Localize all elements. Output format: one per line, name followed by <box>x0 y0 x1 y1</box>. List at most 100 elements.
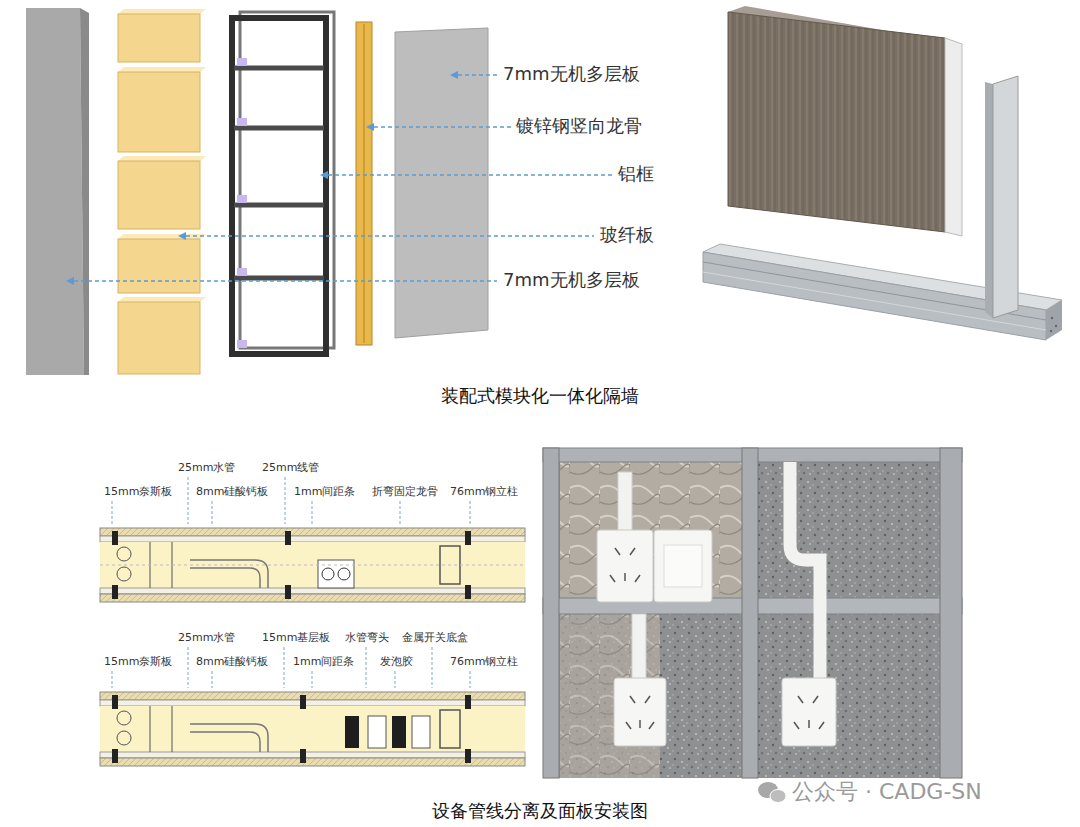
leader-line <box>312 501 313 524</box>
leader-line <box>285 477 286 524</box>
installation-photo <box>742 448 758 778</box>
installation-photo <box>543 448 962 778</box>
wall-section <box>190 568 260 588</box>
leader-line <box>178 232 186 240</box>
wall-section <box>412 716 430 748</box>
fiberglass-blocks <box>118 67 206 72</box>
leader-line <box>212 671 213 688</box>
leader-line <box>320 171 328 179</box>
fiberglass-blocks <box>118 9 206 14</box>
wall-section <box>285 531 291 545</box>
aluminum-frame <box>237 195 247 203</box>
part-label: 水管弯头 <box>345 631 389 644</box>
wechat-icon <box>770 790 786 803</box>
aluminum-frame <box>234 126 324 131</box>
installation-photo <box>664 545 702 587</box>
wall-section <box>100 528 525 536</box>
part-label: 7mm无机多层板 <box>503 269 640 291</box>
installation-photo <box>632 614 646 680</box>
part-label: 7mm无机多层板 <box>503 63 640 85</box>
leader-line <box>188 477 189 524</box>
installation-photo <box>782 678 836 746</box>
installation-photo <box>645 696 650 703</box>
part-label: 76mm钢立柱 <box>450 655 518 668</box>
installation-photo <box>543 448 559 778</box>
part-label: 25mm水管 <box>178 461 235 474</box>
wall-render <box>945 38 962 236</box>
installation-photo <box>610 575 615 582</box>
installation-photo <box>597 530 653 602</box>
installation-photo <box>790 462 820 678</box>
galvanized-stud <box>356 22 372 345</box>
installation-photo <box>813 696 818 703</box>
aluminum-frame <box>234 203 324 208</box>
leader-line <box>458 74 498 75</box>
wall-section <box>117 731 131 745</box>
fiberglass-blocks <box>118 297 206 302</box>
wall-section <box>465 749 471 763</box>
leader-line <box>284 647 285 688</box>
galvanized-stud <box>356 22 372 345</box>
installation-photo <box>624 573 626 581</box>
aluminum-frame <box>237 58 247 66</box>
wall-section <box>117 547 131 561</box>
wall-section <box>100 692 525 700</box>
wall-render <box>728 12 945 232</box>
fiberglass-blocks <box>118 161 200 229</box>
wall-section <box>172 706 173 752</box>
wall-section <box>440 710 460 748</box>
part-label: 15mm基层板 <box>262 631 330 644</box>
leader-line <box>186 235 594 236</box>
wall-section <box>150 706 151 752</box>
part-label: 1mm间距条 <box>294 485 355 498</box>
wall-section <box>117 711 131 725</box>
wall-section <box>285 585 291 599</box>
leader-line <box>188 647 189 688</box>
installation-photo <box>618 472 632 532</box>
installation-photo <box>614 678 666 746</box>
inorganic-board-left <box>80 8 89 375</box>
aluminum-frame <box>234 66 324 71</box>
wall-render <box>1055 325 1057 327</box>
wall-section <box>465 531 471 545</box>
wall-section <box>100 565 525 566</box>
leader-line <box>366 647 367 688</box>
wechat-icon <box>758 782 786 803</box>
wall-section <box>112 749 118 763</box>
wall-section <box>100 588 525 594</box>
installation-photo <box>615 548 620 555</box>
part-label: 76mm钢立柱 <box>450 485 518 498</box>
aluminum-frame <box>240 12 334 348</box>
part-label: 15mm奈斯板 <box>104 485 172 498</box>
wall-section <box>190 560 268 588</box>
aluminum-frame <box>237 118 247 126</box>
installation-photo <box>649 722 654 729</box>
leader-line <box>212 501 213 524</box>
installation-photo <box>543 448 962 778</box>
fiberglass-blocks <box>118 72 200 152</box>
aluminum-frame <box>237 268 247 276</box>
leader-line <box>400 501 401 524</box>
leader-line <box>66 71 612 285</box>
wall-section <box>100 594 525 602</box>
wall-section <box>117 567 131 581</box>
wall-section <box>300 695 306 709</box>
leader-line <box>366 123 374 131</box>
installation-photo <box>630 548 635 555</box>
part-label: 发泡胶 <box>380 655 413 668</box>
wall-render <box>993 76 1018 318</box>
part-label: 25mm水管 <box>178 631 235 644</box>
part-label: 金属开关底盒 <box>402 631 468 644</box>
wall-section <box>112 695 118 709</box>
installation-photo <box>654 530 712 602</box>
leader-line <box>328 174 612 175</box>
figure-caption: 设备管线分离及面板安装图 <box>432 800 648 822</box>
wall-section <box>100 528 525 766</box>
part-label: 8mm硅酸钙板 <box>196 655 268 668</box>
wall-section <box>465 695 471 709</box>
fiberglass-blocks <box>118 302 200 374</box>
wall-section <box>100 752 525 758</box>
wall-render <box>1051 317 1053 319</box>
wall-section <box>368 716 386 748</box>
